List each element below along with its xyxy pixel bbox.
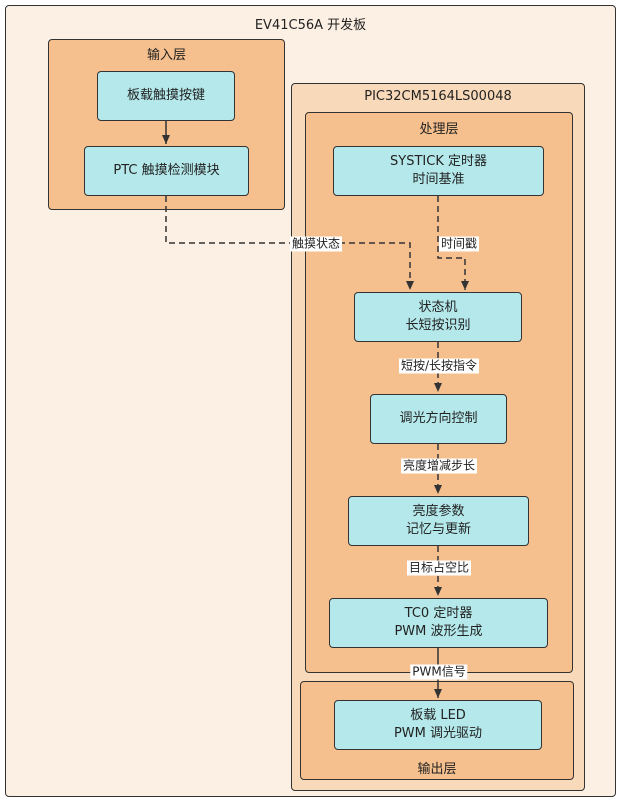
edge-systick-to-state-machine <box>437 196 469 290</box>
edge-label-target-duty: 目标占空比 <box>406 560 472 576</box>
led-node: 板载 LED PWM 调光驱动 <box>334 700 542 750</box>
brightness-label-1: 亮度参数 <box>412 504 465 519</box>
brightness-node: 亮度参数 记忆与更新 <box>348 496 529 546</box>
processing-layer-title: 处理层 <box>419 122 459 137</box>
board-title: EV41C56A 开发板 <box>254 18 367 33</box>
tc0-node: TC0 定时器 PWM 波形生成 <box>329 598 548 648</box>
systick-label-1: SYSTICK 定时器 <box>390 154 487 169</box>
edge-label-short-long-cmd: 短按/长按指令 <box>398 358 480 374</box>
touch-button-label: 板载触摸按键 <box>126 88 205 103</box>
input-layer-title: 输入层 <box>146 48 186 63</box>
edge-label-brightness-step: 亮度增减步长 <box>400 458 478 474</box>
tc0-label-2: PWM 波形生成 <box>394 624 483 639</box>
tc0-label-1: TC0 定时器 <box>404 606 473 621</box>
dim-control-label: 调光方向控制 <box>399 411 478 426</box>
led-label-1: 板载 LED <box>410 708 466 723</box>
state-machine-label-2: 长短按识别 <box>405 318 471 333</box>
processing-layer-group <box>305 112 573 673</box>
brightness-label-2: 记忆与更新 <box>405 522 471 537</box>
touch-button-node: 板载触摸按键 <box>97 71 235 121</box>
led-label-2: PWM 调光驱动 <box>393 726 483 741</box>
edge-label-timestamp: 时间戳 <box>438 236 480 252</box>
chip-title: PIC32CM5164LS00048 <box>364 89 512 104</box>
edge-label-pwm-signal: PWM信号 <box>410 664 468 680</box>
output-layer-title: 输出层 <box>417 762 457 777</box>
edge-label-touch-state: 触摸状态 <box>289 236 343 252</box>
state-machine-node: 状态机 长短按识别 <box>354 292 522 342</box>
ptc-module-node: PTC 触摸检测模块 <box>84 146 249 196</box>
state-machine-label-1: 状态机 <box>418 300 458 315</box>
edge-ptc-to-state-machine <box>165 196 414 290</box>
systick-node: SYSTICK 定时器 时间基准 <box>333 146 544 196</box>
dim-control-node: 调光方向控制 <box>370 394 507 444</box>
systick-label-2: 时间基准 <box>412 172 465 187</box>
ptc-module-label: PTC 触摸检测模块 <box>113 163 220 178</box>
